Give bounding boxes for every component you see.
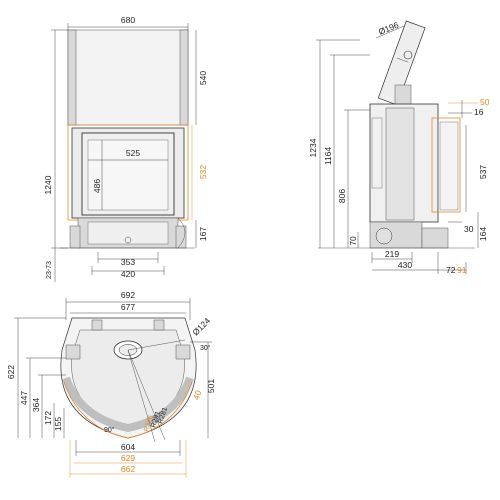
side-total-height-label: 1234 <box>308 138 318 157</box>
side-base-164-label: 164 <box>478 227 488 241</box>
front-opening-width-label: 525 <box>126 148 140 158</box>
plan-width-604-label: 604 <box>121 442 135 452</box>
side-offset-91-label: 91 <box>457 265 467 275</box>
plan-width-662-label: 662 <box>121 464 135 474</box>
side-base-30-label: 30 <box>464 224 474 234</box>
side-offset-70-label: 70 <box>348 236 358 246</box>
plan-width-677-label: 677 <box>121 302 135 312</box>
plan-width-692-label: 692 <box>121 290 135 300</box>
plan-angle-30-label: 30° <box>200 344 211 352</box>
front-floor-offset-label: 23-73 <box>46 261 53 279</box>
front-opening-height-label: 486 <box>92 179 102 193</box>
plan-radius-281-label: R281 <box>157 406 169 424</box>
plan-radius-291-label: R291 <box>150 410 162 428</box>
side-height-1164-label: 1164 <box>323 147 333 166</box>
front-frame-height-label: 532 <box>198 165 208 179</box>
plan-depth-172-label: 172 <box>43 411 53 425</box>
front-total-height-label: 1240 <box>43 175 53 194</box>
side-flue-diameter-label: Ø196 <box>377 20 400 37</box>
front-base-inner-label: 353 <box>121 257 135 267</box>
side-depth-430-label: 430 <box>398 260 412 270</box>
side-top-50-label: 50 <box>480 97 490 107</box>
plan-depth-501-label: 501 <box>206 379 216 393</box>
front-base-outer-label: 420 <box>121 269 135 279</box>
plan-air-inlet-label: Ø124 <box>190 315 212 337</box>
plan-depth-622-label: 622 <box>6 365 16 379</box>
side-view: Ø196 1234 1164 806 70 219 430 72 91 50 <box>308 20 490 275</box>
plan-width-629-label: 629 <box>121 453 135 463</box>
plan-depth-40-label: 40 <box>191 389 204 402</box>
plan-view: 692 677 Ø124 30° 622 447 364 172 155 501… <box>6 290 216 478</box>
front-view: 680 540 532 167 1240 23-73 525 486 353 4… <box>43 15 208 282</box>
plan-depth-364-label: 364 <box>31 398 41 412</box>
side-height-806-label: 806 <box>337 189 347 203</box>
front-width-label: 680 <box>121 15 135 25</box>
side-top-16-label: 16 <box>474 107 484 117</box>
plan-depth-155-label: 155 <box>53 417 63 431</box>
side-offset-72-label: 72 <box>446 265 456 275</box>
front-base-height-label: 167 <box>198 227 208 241</box>
plan-depth-447-label: 447 <box>19 391 29 405</box>
plan-radius-326-label: R326 <box>143 414 155 432</box>
plan-angle-90-label: 90° <box>104 426 115 434</box>
side-frame-537-label: 537 <box>478 165 488 179</box>
front-top-height-label: 540 <box>198 71 208 85</box>
side-depth-219-label: 219 <box>385 249 399 259</box>
